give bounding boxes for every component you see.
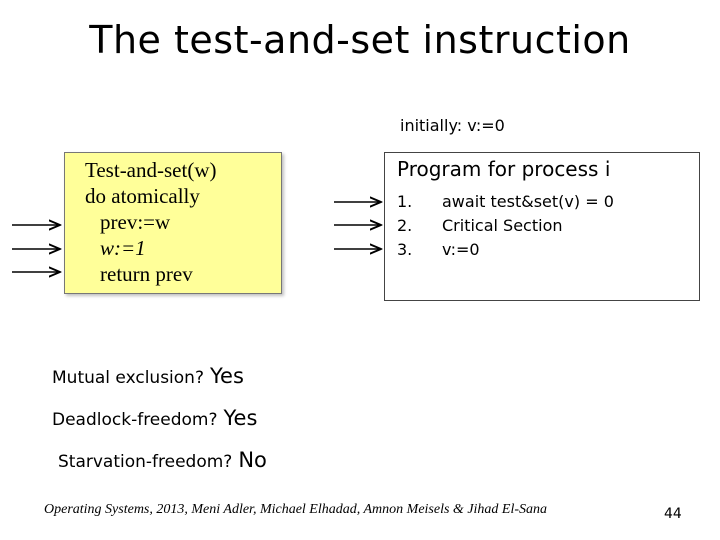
question-deadlock-freedom: Deadlock-freedom?Yes [52, 406, 257, 430]
step-text: v:=0 [442, 240, 480, 259]
slide-title: The test-and-set instruction [89, 18, 631, 62]
question-answer: Yes [223, 406, 258, 430]
step-text: Critical Section [442, 216, 563, 235]
tas-line-prev-assign: prev:=w [100, 210, 171, 234]
tas-line-w-assign: w:=1 [100, 236, 146, 260]
step-text: await test&set(v) = 0 [442, 192, 614, 211]
test-and-set-box: Test-and-set(w) do atomically prev:=w w:… [64, 152, 282, 294]
question-answer: Yes [209, 364, 244, 388]
tas-line-return: return prev [100, 262, 193, 286]
step-number: 2. [397, 216, 413, 235]
tas-line-signature: Test-and-set(w) [85, 158, 217, 182]
question-starvation-freedom: Starvation-freedom?No [58, 448, 267, 472]
question-label: Starvation-freedom? [58, 452, 233, 472]
question-mutual-exclusion: Mutual exclusion?Yes [52, 364, 244, 388]
tas-line-atomic: do atomically [85, 184, 200, 208]
step-number: 3. [397, 240, 413, 259]
page-number: 44 [664, 506, 682, 522]
program-box: Program for process i 1. await test&set(… [384, 152, 700, 301]
question-answer: No [238, 448, 267, 472]
initial-value-note: initially: v:=0 [400, 116, 505, 135]
program-box-title: Program for process i [397, 157, 611, 181]
question-label: Mutual exclusion? [52, 368, 204, 388]
slide-footer: Operating Systems, 2013, Meni Adler, Mic… [44, 502, 548, 517]
question-label: Deadlock-freedom? [52, 410, 218, 430]
step-number: 1. [397, 192, 413, 211]
